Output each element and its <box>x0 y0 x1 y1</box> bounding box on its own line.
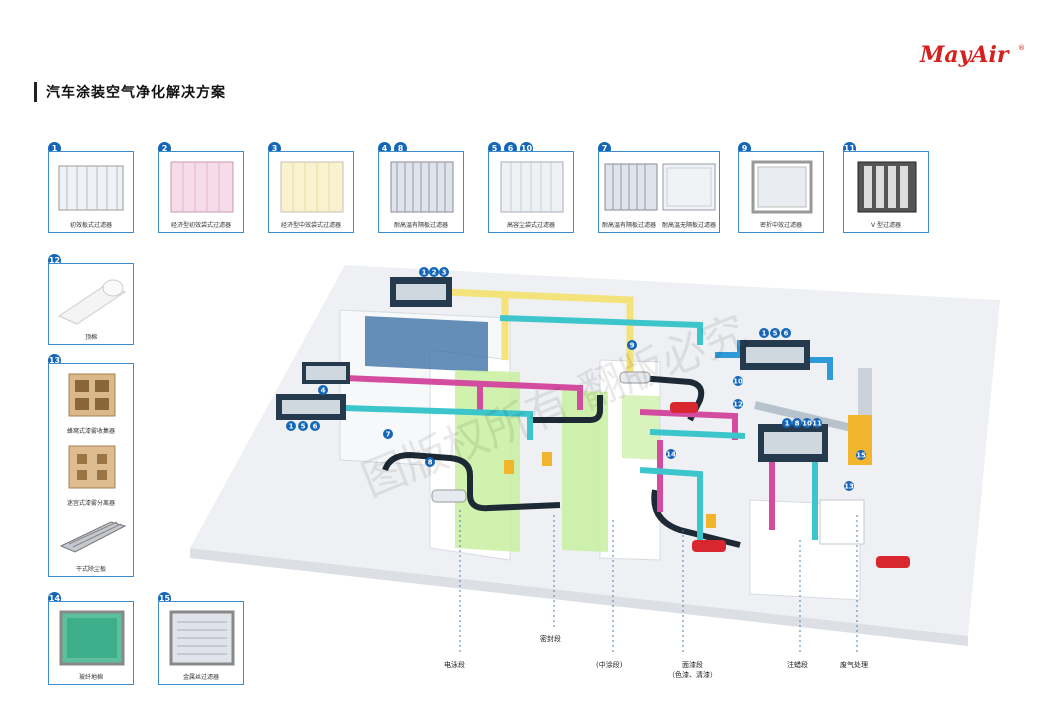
svg-text:10: 10 <box>802 420 812 428</box>
logo-registered: ® <box>1018 44 1025 52</box>
title-accent-bar <box>34 82 37 102</box>
separator-filter-icon <box>390 161 454 213</box>
labyrinth-separator-icon <box>68 445 116 489</box>
white-car-icon <box>619 371 651 384</box>
robot-icon <box>706 514 716 528</box>
product-card-7: 7 耐高温有隔板过滤器 耐高温无隔板过滤器 <box>598 136 720 233</box>
product-card-15: 15 金属丝过滤器 <box>158 586 244 685</box>
red-car-icon <box>670 402 698 413</box>
separator-filters-icon <box>604 163 716 211</box>
bag-filter-icon <box>170 161 234 213</box>
svg-text:5: 5 <box>301 423 306 431</box>
product-card-2: 2 经济型初效袋式过滤器 <box>158 136 244 233</box>
svg-text:6: 6 <box>313 423 318 431</box>
stage-label-mid: (中涂段) <box>596 661 623 669</box>
product-card-13: 13 蜂窝式漆雾收集器 迷宫式漆雾分离器 干式除尘板 <box>48 348 134 577</box>
robot-icon <box>542 452 552 466</box>
panel-filter-icon <box>58 165 124 211</box>
product-card-9: 9 密折中效过滤器 <box>738 136 824 233</box>
metal-mesh-filter-icon <box>169 610 235 666</box>
product-card-1: 1 初效板式过滤器 <box>48 136 134 233</box>
svg-text:1: 1 <box>422 269 427 277</box>
stage-label-electro: 电泳段 <box>444 661 465 669</box>
pretreatment-tank <box>365 316 488 372</box>
svg-text:14: 14 <box>666 451 676 459</box>
glass-fiber-floor-icon <box>59 610 125 666</box>
svg-text:10: 10 <box>733 378 743 386</box>
red-car-icon <box>692 540 726 552</box>
ahu-unit-left <box>276 362 350 420</box>
duct-cyan <box>499 315 703 345</box>
svg-text:8: 8 <box>795 420 800 428</box>
stage-label-top: 面漆段 （色漆、清漆） <box>668 661 717 679</box>
ahu-unit-top <box>390 277 452 307</box>
logo-text: MayAir <box>919 42 1010 68</box>
svg-text:6: 6 <box>784 330 789 338</box>
dry-dust-plate-icon <box>59 521 127 553</box>
svg-text:1: 1 <box>785 420 790 428</box>
duct-pink <box>344 375 583 410</box>
stage-label-wax: 注蜡段 <box>787 661 808 669</box>
exhaust-stack <box>858 368 872 418</box>
svg-text:9: 9 <box>630 342 635 350</box>
svg-text:3: 3 <box>442 269 447 277</box>
svg-text:8: 8 <box>428 459 433 467</box>
white-car-icon <box>431 489 467 503</box>
product-card-11: 11 V 型过滤器 <box>843 136 929 233</box>
product-card-14: 14 玻纤地棉 <box>48 586 134 685</box>
product-caption: 初效板式过滤器 <box>69 222 112 229</box>
v-filter-icon <box>857 161 917 213</box>
minipleat-filter-icon <box>751 160 813 214</box>
svg-text:5: 5 <box>773 330 778 338</box>
svg-text:1: 1 <box>289 423 294 431</box>
svg-text:1: 1 <box>762 330 767 338</box>
mayair-logo: MayAir ® <box>919 42 1025 68</box>
svg-text:7: 7 <box>386 431 391 439</box>
svg-text:13: 13 <box>844 483 854 491</box>
stage-label-seal: 密封段 <box>540 635 561 643</box>
duct-yellow <box>444 288 634 375</box>
svg-text:4: 4 <box>321 387 326 395</box>
seal-zone <box>562 390 608 552</box>
honeycomb-collector-icon <box>68 373 116 417</box>
robot-icon <box>504 460 514 474</box>
page-title: 汽车涂装空气净化解决方案 <box>46 85 226 101</box>
red-car-icon <box>876 556 910 568</box>
product-card-12: 12 顶棉 <box>48 248 134 345</box>
ahu-unit-right <box>740 340 810 370</box>
ceiling-filter-roll-icon <box>57 279 127 325</box>
svg-text:2: 2 <box>432 269 437 277</box>
bag-filter-icon <box>500 161 564 213</box>
svg-text:11: 11 <box>812 420 822 428</box>
svg-text:12: 12 <box>733 401 743 409</box>
product-card-3: 3 经济型中效袋式过滤器 <box>268 136 354 233</box>
svg-text:15: 15 <box>856 452 866 460</box>
stage-label-exhaust: 废气处理 <box>840 661 868 669</box>
bag-filter-icon <box>280 161 344 213</box>
ahu-unit-right-2 <box>758 424 828 462</box>
